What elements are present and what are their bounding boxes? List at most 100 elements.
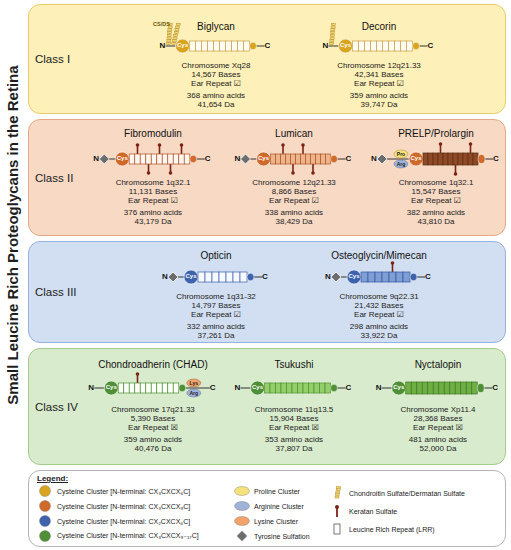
protein-info: 28,368 Bases bbox=[373, 414, 503, 423]
legend-sample bbox=[233, 484, 251, 498]
protein-info: Ear Repeat ☒ bbox=[88, 423, 218, 432]
protein-name: Chondroadherin (CHAD) bbox=[88, 359, 218, 371]
cluster-label: Cys bbox=[249, 155, 279, 162]
terminus-label: C bbox=[193, 154, 223, 164]
cluster-label: Cys bbox=[176, 273, 206, 280]
cluster-label: Cys bbox=[384, 384, 414, 391]
legend-shape bbox=[336, 491, 340, 493]
terminus-label: C bbox=[416, 41, 446, 51]
protein-info: Ear Repeat ☑ bbox=[314, 310, 444, 319]
legend-entry: Cysteine Cluster [N-terminal: CX₃CXCX₉₋₁… bbox=[36, 529, 199, 543]
protein-info: 332 amino acids bbox=[151, 322, 281, 331]
legend-entry: Chondroitin Sulfate/Dermatan Sulfate bbox=[328, 486, 465, 500]
protein-info: Ear Repeat ☒ bbox=[373, 423, 503, 432]
protein-name: Opticin bbox=[151, 250, 281, 262]
legend-sample bbox=[36, 499, 54, 513]
legend-sample bbox=[233, 529, 251, 543]
terminus-label: C bbox=[334, 154, 364, 164]
legend-text: Keratan Sulfate bbox=[349, 508, 397, 515]
class-label: Class III bbox=[35, 285, 79, 299]
terminus-label: N bbox=[223, 383, 253, 393]
protein-info: Ear Repeat ☑ bbox=[151, 79, 281, 88]
protein-info: Chromosome 9q22.31 bbox=[314, 292, 444, 301]
protein-info: 15,547 Bases bbox=[371, 187, 501, 196]
terminus-label: C bbox=[253, 41, 283, 51]
terminus-label: N bbox=[148, 41, 178, 51]
legend-sample bbox=[328, 504, 346, 518]
protein-name: Biglycan bbox=[151, 21, 281, 33]
terminus-label: C bbox=[413, 272, 443, 282]
legend-shape bbox=[337, 486, 341, 488]
legend-shape bbox=[335, 505, 339, 509]
protein-info: 33,922 Da bbox=[314, 331, 444, 340]
legend-swatch bbox=[235, 487, 250, 496]
legend-shape bbox=[334, 524, 340, 534]
protein-info: 298 amino acids bbox=[314, 322, 444, 331]
protein-info: 43,179 Da bbox=[88, 217, 218, 226]
legend-swatch bbox=[235, 502, 250, 511]
cluster-label: Cys bbox=[339, 273, 369, 280]
protein-info: Ear Repeat ☑ bbox=[371, 196, 501, 205]
protein-info: 359 amino acids bbox=[88, 435, 218, 444]
protein-info: 368 amino acids bbox=[151, 91, 281, 100]
terminus-label: N bbox=[76, 383, 106, 393]
protein-name: Lumican bbox=[229, 128, 359, 140]
class-label: Class II bbox=[35, 171, 79, 185]
legend-text: Cysteine Cluster [N-terminal: CX₃CXCX₉C] bbox=[57, 503, 190, 510]
legend-text: Cysteine Cluster [N-terminal: CX₂CXCX₆C] bbox=[57, 518, 190, 525]
protein-info: 353 amino acids bbox=[229, 435, 359, 444]
cluster-label: Cys bbox=[331, 42, 361, 49]
legend-entry: Cysteine Cluster [N-terminal: CX₃CXCX₆C] bbox=[36, 484, 190, 498]
protein-info: Chromosome 12q21.33 bbox=[229, 178, 359, 187]
protein-info: 43,810 Da bbox=[371, 217, 501, 226]
legend-entry: Proline Cluster bbox=[233, 484, 300, 498]
class-band: Class IIFibromodulinChromosome 1q32.111,… bbox=[28, 119, 506, 236]
protein-info: 15,904 Bases bbox=[229, 414, 359, 423]
diagram-title: Small Leucine Rich Proteoglycans in the … bbox=[4, 5, 22, 465]
legend-text: Chondroitin Sulfate/Dermatan Sulfate bbox=[349, 490, 465, 497]
protein-info: 40,476 Da bbox=[88, 444, 218, 453]
legend-swatch bbox=[40, 516, 51, 527]
protein-name: Fibromodulin bbox=[88, 128, 218, 140]
class-band: Class IIIOpticinChromosome 1q31-3214,797… bbox=[28, 241, 506, 343]
legend-entry: Arginine Cluster bbox=[233, 499, 304, 513]
legend-heading: Legend: bbox=[37, 474, 68, 483]
legend-text: Arginine Cluster bbox=[254, 503, 304, 510]
terminus-label: C bbox=[480, 383, 510, 393]
protein-info: Chromosome 12q21.33 bbox=[314, 61, 444, 70]
glycan-label: CS/DS bbox=[147, 21, 177, 28]
protein-info: 382 amino acids bbox=[371, 208, 501, 217]
class-label: Class I bbox=[35, 52, 79, 66]
legend-sample bbox=[328, 486, 346, 500]
class-band: Class I BiglycanChromosome Xq2814,567 Bas… bbox=[28, 4, 506, 114]
protein-info: Chromosome 11q13.5 bbox=[229, 405, 359, 414]
protein-info: 5,390 Bases bbox=[88, 414, 218, 423]
protein-info: Ear Repeat ☑ bbox=[151, 310, 281, 319]
protein-info: 21,432 Bases bbox=[314, 301, 444, 310]
protein-name: Tsukushi bbox=[229, 359, 359, 371]
legend-text: Lysine Cluster bbox=[254, 518, 298, 525]
terminus-label: N bbox=[81, 154, 111, 164]
protein-info: Chromosome Xq28 bbox=[151, 61, 281, 70]
cluster-label: Cys bbox=[401, 155, 431, 162]
terminus-label: N bbox=[359, 154, 389, 164]
protein-info: 14,567 Bases bbox=[151, 70, 281, 79]
legend-entry: Tyrosine Sulfation bbox=[233, 529, 310, 543]
legend-swatch bbox=[40, 531, 51, 542]
terminus-label: C bbox=[198, 383, 228, 393]
protein-info: 37,807 Da bbox=[229, 444, 359, 453]
legend-swatch bbox=[235, 517, 250, 526]
legend-entry: Keratan Sulfate bbox=[328, 504, 397, 518]
terminus-label: C bbox=[481, 154, 511, 164]
protein-name: PRELP/Prolargin bbox=[371, 128, 501, 140]
cluster-label: Cys bbox=[243, 384, 273, 391]
cluster-label: Arg bbox=[179, 390, 209, 396]
cluster-label: Cys bbox=[107, 155, 137, 162]
legend-sample bbox=[36, 484, 54, 498]
legend-text: Leucine Rich Repeat (LRR) bbox=[349, 526, 435, 533]
terminus-label: C bbox=[250, 272, 280, 282]
terminus-label: N bbox=[150, 272, 180, 282]
terminus-label: C bbox=[334, 383, 364, 393]
protein-info: Chromosome Xp11.4 bbox=[373, 405, 503, 414]
